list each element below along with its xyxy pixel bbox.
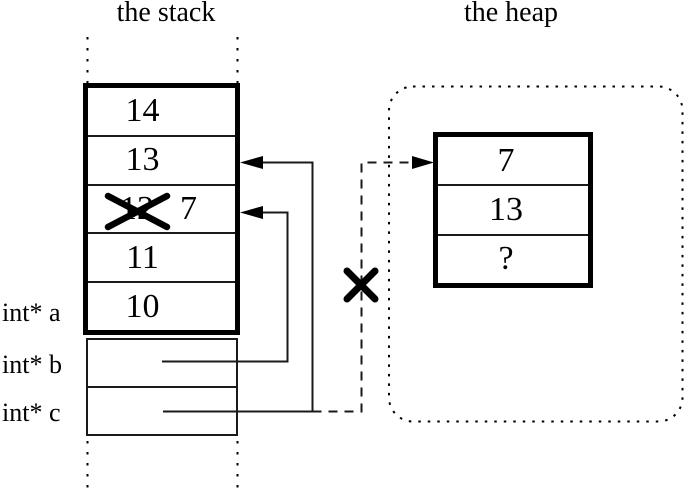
heap-cell-value: 7 xyxy=(497,141,515,179)
dangling-pointer-x-icon xyxy=(343,267,379,303)
pointer-label-c: int* c xyxy=(2,398,61,427)
heap-cell-value: 13 xyxy=(489,190,523,228)
stack-cell-value: 10 xyxy=(125,287,160,325)
arrowhead-left-icon xyxy=(240,156,263,169)
stack-pointer-cells xyxy=(86,338,238,436)
heap-cell-7: 7 xyxy=(438,137,588,184)
arrowhead-right-icon xyxy=(412,156,434,169)
stack-title: the stack xyxy=(116,0,216,28)
stack-cell-value: 13 xyxy=(125,141,160,179)
dangling-pointer-dashed-arrow xyxy=(312,156,434,413)
stack-cell-10: 10 xyxy=(88,281,235,330)
arrowhead-left-icon xyxy=(240,206,263,219)
stack-box: 14 13 12 7 11 10 xyxy=(83,83,240,335)
stack-cell-13: 13 xyxy=(88,134,235,184)
stack-cell-14: 14 xyxy=(88,88,235,135)
pointer-label-b: int* b xyxy=(2,350,62,379)
heap-title: the heap xyxy=(463,0,559,28)
heap-cell-value: ? xyxy=(498,240,514,278)
pointer-cell-b xyxy=(88,340,236,386)
heap-cell-13: 13 xyxy=(438,184,588,233)
pointer-label-a: int* a xyxy=(2,298,61,327)
stack-cell-new-value: 7 xyxy=(180,189,197,227)
stack-cell-11: 11 xyxy=(88,232,235,281)
stack-cell-value: 14 xyxy=(125,92,160,130)
stack-cell-overwritten: 12 7 xyxy=(88,183,235,233)
stack-cell-old-value: 12 xyxy=(120,189,154,227)
heap-box: 7 13 ? xyxy=(433,132,593,288)
stack-cell-value: 11 xyxy=(126,238,159,276)
heap-cell-unknown: ? xyxy=(438,233,588,283)
pointer-cell-c xyxy=(88,386,236,434)
